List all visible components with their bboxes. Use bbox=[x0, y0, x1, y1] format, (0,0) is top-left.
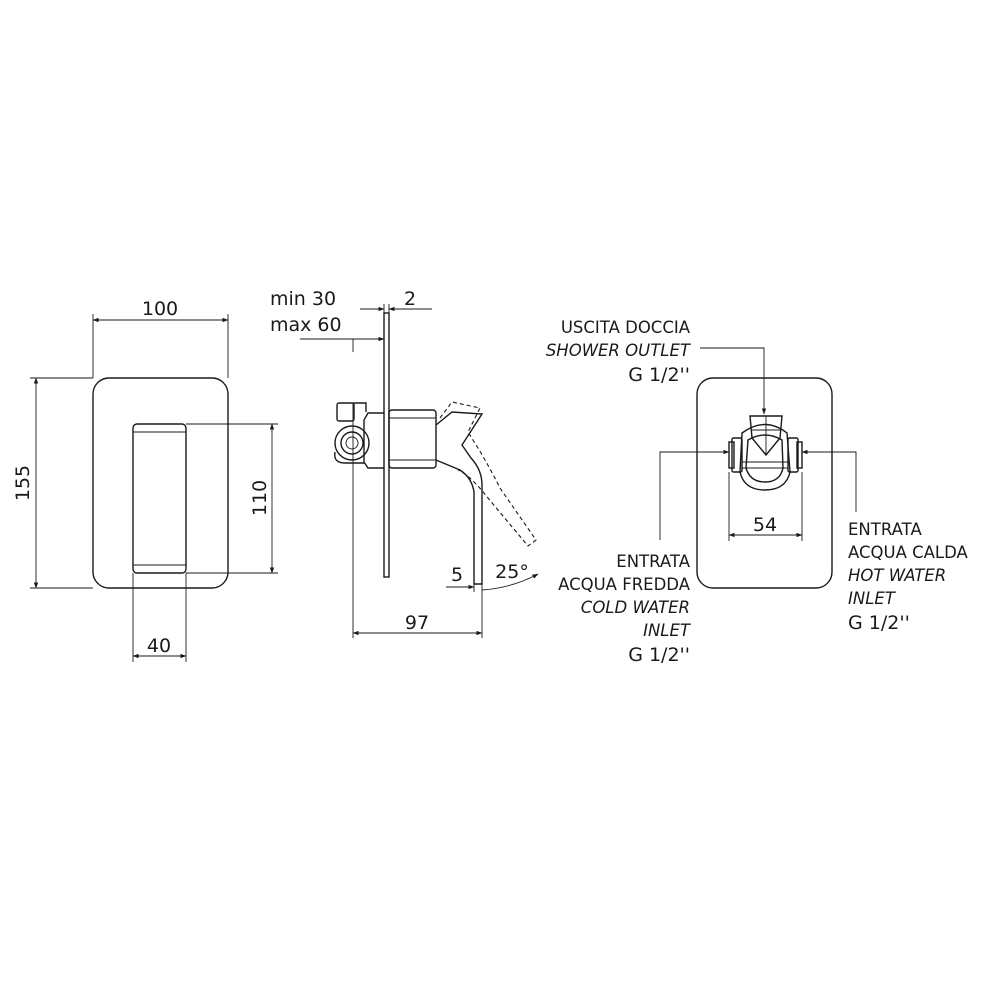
cold-inlet-label-it-2: ACQUA FREDDA bbox=[558, 575, 691, 594]
hot-inlet-thread: G 1/2'' bbox=[848, 612, 910, 634]
cold-inlet-thread: G 1/2'' bbox=[628, 644, 690, 666]
side-handle-base bbox=[388, 409, 437, 469]
height-label: 155 bbox=[12, 465, 34, 501]
side-lever-rotated bbox=[439, 401, 537, 547]
rear-cover-plate bbox=[696, 377, 833, 589]
side-lever bbox=[435, 411, 484, 585]
shower-outlet-label-it: USCITA DOCCIA bbox=[561, 318, 691, 337]
hot-inlet-label-it-2: ACQUA CALDA bbox=[848, 543, 969, 562]
handle-offset-label: 5 bbox=[451, 564, 463, 586]
wall-max-label: max 60 bbox=[270, 314, 342, 336]
hot-inlet-label-en-2: INLET bbox=[848, 589, 897, 608]
wall-min-label: min 30 bbox=[270, 288, 336, 310]
width-label: 100 bbox=[142, 298, 178, 320]
hot-inlet-label-it-1: ENTRATA bbox=[848, 520, 922, 539]
shower-outlet-leader bbox=[700, 347, 767, 415]
rotation-arc bbox=[481, 573, 539, 591]
rotation-angle-label: 25° bbox=[495, 561, 529, 583]
cold-inlet-label-en-2: INLET bbox=[643, 621, 692, 640]
front-handle bbox=[132, 423, 187, 574]
connection-spacing-label: 54 bbox=[753, 514, 777, 536]
plate-thickness-label: 2 bbox=[404, 288, 416, 310]
hot-inlet-label-en-1: HOT WATER bbox=[848, 566, 946, 585]
front-cover-plate bbox=[92, 377, 229, 589]
side-valve-body bbox=[363, 412, 384, 469]
cold-inlet-leader bbox=[659, 449, 730, 540]
side-cover-plate bbox=[383, 312, 390, 578]
rear-valve-body bbox=[728, 415, 803, 491]
rear-view: 54 USCITA DOCCIA SHOWER OUTLET G 1/2'' E… bbox=[546, 318, 969, 666]
side-view: min 30 max 60 2 97 5 25° bbox=[270, 288, 539, 638]
cold-inlet-label-en-1: COLD WATER bbox=[581, 598, 690, 617]
handle-width-label: 40 bbox=[147, 635, 171, 657]
shower-outlet-label-en: SHOWER OUTLET bbox=[546, 341, 692, 360]
front-view: 100 155 110 40 bbox=[12, 298, 278, 662]
hot-inlet-leader bbox=[801, 449, 857, 512]
handle-height-label: 110 bbox=[249, 480, 271, 516]
side-connection-fitting bbox=[334, 425, 370, 461]
cold-inlet-label-it-1: ENTRATA bbox=[616, 552, 690, 571]
shower-outlet-thread: G 1/2'' bbox=[628, 364, 690, 386]
depth-label: 97 bbox=[405, 612, 429, 634]
